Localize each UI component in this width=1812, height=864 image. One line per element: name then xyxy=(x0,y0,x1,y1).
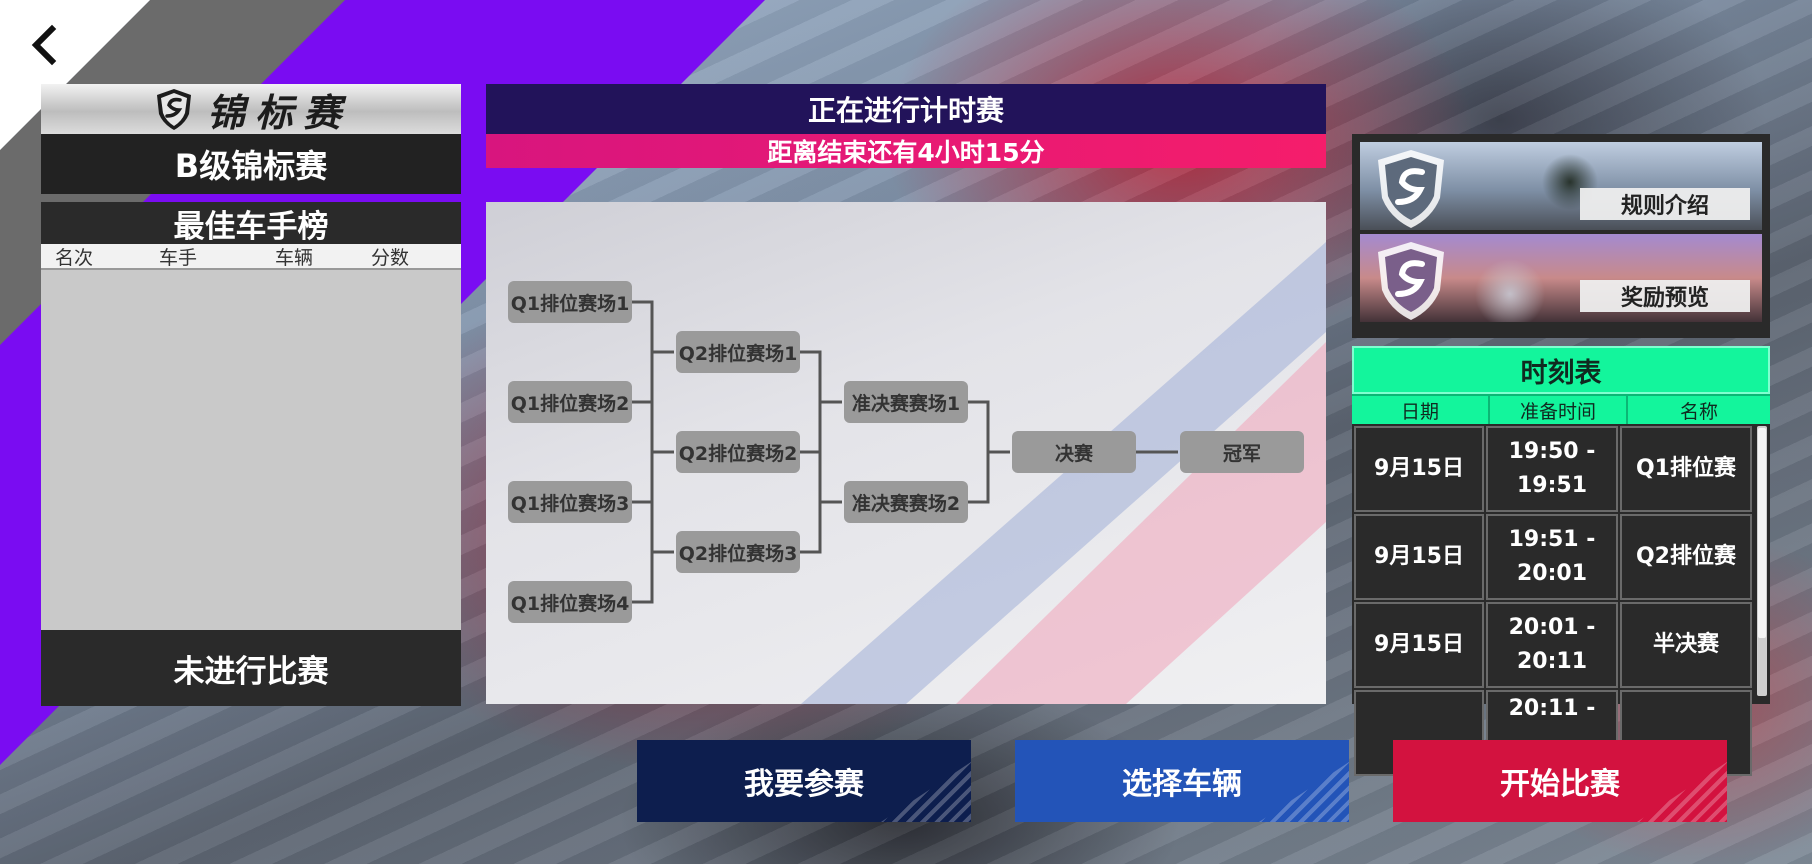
join-race-label: 我要参赛 xyxy=(744,767,864,802)
race-countdown: 距离结束还有4小时15分 xyxy=(486,134,1326,168)
schedule-time: 19:50 - 19:51 xyxy=(1486,426,1618,512)
tournament-bracket: Q1排位赛场1 Q1排位赛场2 Q1排位赛场3 Q1排位赛场4 Q2排位赛场1 … xyxy=(486,202,1326,704)
leaderboard-title: 最佳车手榜 xyxy=(41,202,461,245)
championship-banner: 锦标赛 xyxy=(41,84,461,135)
leaderboard-col-score: 分数 xyxy=(371,246,410,269)
schedule-time-end: 19:51 xyxy=(1516,473,1588,498)
leaderboard-list[interactable] xyxy=(41,270,461,630)
schedule-date: 9月15日 xyxy=(1354,602,1484,688)
leaderboard-footer: 未进行比赛 xyxy=(41,630,461,706)
schedule-date: 9月15日 xyxy=(1354,426,1484,512)
select-vehicle-button[interactable]: 选择车辆 xyxy=(1015,740,1349,822)
schedule-event-name: Q2排位赛 xyxy=(1620,514,1752,600)
bracket-semi-match-1[interactable]: 准决赛赛场1 xyxy=(844,381,968,423)
schedule-event-name: 半决赛 xyxy=(1620,602,1752,688)
bracket-champion[interactable]: 冠军 xyxy=(1180,431,1304,473)
back-button[interactable] xyxy=(20,22,66,68)
schedule-time: 20:01 - 20:11 xyxy=(1486,602,1618,688)
rewards-card[interactable]: 奖励预览 xyxy=(1360,234,1762,322)
schedule-list[interactable]: 9月15日 19:50 - 19:51 Q1排位赛 9月15日 19:51 - … xyxy=(1352,426,1770,776)
bracket-q2-match-1[interactable]: Q2排位赛场1 xyxy=(676,331,800,373)
bracket-connector-lines xyxy=(632,300,1178,604)
bracket-q1-match-1[interactable]: Q1排位赛场1 xyxy=(508,281,632,323)
leaderboard-columns: 名次 车手 车辆 分数 xyxy=(41,244,461,270)
bracket-q1-match-2[interactable]: Q1排位赛场2 xyxy=(508,381,632,423)
select-vehicle-label: 选择车辆 xyxy=(1122,767,1242,802)
start-race-label: 开始比赛 xyxy=(1500,767,1620,802)
dragon-shield-icon xyxy=(156,89,191,130)
dragon-shield-logo-icon xyxy=(1378,242,1444,320)
race-status: 正在进行计时赛 xyxy=(486,84,1326,134)
schedule-scrollbar-thumb[interactable] xyxy=(1758,428,1766,638)
schedule-title: 时刻表 xyxy=(1352,346,1770,394)
schedule-columns: 日期 准备时间 名称 xyxy=(1352,394,1770,424)
schedule-col-name: 名称 xyxy=(1679,400,1718,423)
bracket-q1-match-3[interactable]: Q1排位赛场3 xyxy=(508,481,632,523)
schedule-time-start: 20:01 - xyxy=(1508,615,1596,640)
schedule-event-name: Q1排位赛 xyxy=(1620,426,1752,512)
left-panel: 锦标赛 B级锦标赛 最佳车手榜 名次 车手 车辆 分数 未进行比赛 xyxy=(41,84,461,706)
schedule-scrollbar[interactable] xyxy=(1757,426,1767,696)
schedule-date: 9月15日 xyxy=(1354,514,1484,600)
rewards-button[interactable]: 奖励预览 xyxy=(1580,280,1750,312)
schedule-time: 19:51 - 20:01 xyxy=(1486,514,1618,600)
schedule-time-start: 19:51 - xyxy=(1508,527,1596,552)
bracket-final[interactable]: 决赛 xyxy=(1012,431,1136,473)
leaderboard-col-driver: 车手 xyxy=(159,246,198,269)
schedule-time-end: 20:11 xyxy=(1516,649,1588,674)
bracket-semi-match-2[interactable]: 准决赛赛场2 xyxy=(844,481,968,523)
chevron-left-icon xyxy=(31,24,57,66)
leaderboard-col-rank: 名次 xyxy=(55,246,94,269)
schedule-time-end: 20:01 xyxy=(1516,561,1588,586)
leaderboard: 最佳车手榜 名次 车手 车辆 分数 未进行比赛 xyxy=(41,202,461,706)
dragon-shield-logo-icon xyxy=(1378,150,1444,228)
leaderboard-col-vehicle: 车辆 xyxy=(275,246,314,269)
schedule-time-start: 19:50 - xyxy=(1508,439,1596,464)
schedule-col-time: 准备时间 xyxy=(1490,396,1628,424)
bracket-q2-match-2[interactable]: Q2排位赛场2 xyxy=(676,431,800,473)
bracket-q1-match-4[interactable]: Q1排位赛场4 xyxy=(508,581,632,623)
rules-card[interactable]: 规则介绍 xyxy=(1360,142,1762,230)
join-race-button[interactable]: 我要参赛 xyxy=(637,740,971,822)
schedule-row: 9月15日 19:50 - 19:51 Q1排位赛 xyxy=(1352,426,1770,512)
schedule-row: 9月15日 19:51 - 20:01 Q2排位赛 xyxy=(1352,514,1770,600)
bracket-q2-match-3[interactable]: Q2排位赛场3 xyxy=(676,531,800,573)
promo-cards: 规则介绍 奖励预览 xyxy=(1352,134,1770,338)
schedule-panel: 时刻表 日期 准备时间 名称 9月15日 19:50 - 19:51 Q1排位赛… xyxy=(1352,346,1770,776)
schedule-time-start: 20:11 - xyxy=(1508,696,1596,721)
schedule-row: 9月15日 20:01 - 20:11 半决赛 xyxy=(1352,602,1770,688)
schedule-col-date: 日期 xyxy=(1352,396,1490,424)
start-race-button[interactable]: 开始比赛 xyxy=(1393,740,1727,822)
championship-class: B级锦标赛 xyxy=(41,134,461,194)
rules-button[interactable]: 规则介绍 xyxy=(1580,188,1750,220)
banner-title: 锦标赛 xyxy=(206,89,351,135)
